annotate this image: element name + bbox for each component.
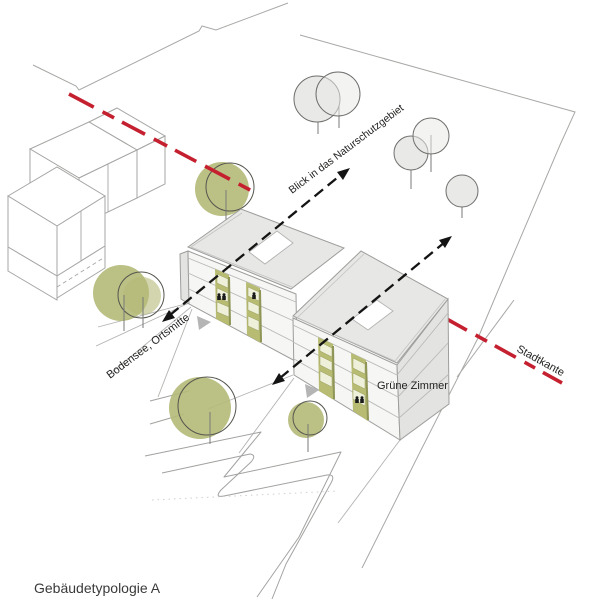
label-green-rooms: Grüne Zimmer — [377, 380, 448, 392]
tree-canopy-outline — [205, 162, 255, 212]
stadtkante-line — [68, 92, 563, 385]
city-edge-segment-lower — [444, 316, 563, 385]
tree-canopy — [169, 377, 231, 439]
building-block-b — [292, 250, 450, 441]
loggia-cell — [352, 372, 366, 390]
dotted-ground-line — [151, 490, 339, 501]
green-trees — [93, 162, 328, 452]
loggia-cell — [352, 357, 366, 375]
context-buildings-wireframe — [7, 107, 167, 301]
tree-gray — [412, 117, 450, 155]
arrowhead-ne — [337, 168, 350, 180]
sightline-arrow-b — [272, 236, 452, 385]
diagram-title: Gebäudetypologie A — [34, 580, 161, 596]
entrance-marker-triangle — [197, 316, 211, 330]
tree-green-left-pair — [93, 265, 165, 331]
loggia-cell — [319, 355, 333, 372]
tree-canopy — [123, 277, 161, 315]
entrance-marker-triangle — [305, 384, 319, 398]
tree-canopy-outline — [117, 271, 165, 319]
arrowhead-sw — [272, 373, 285, 385]
loggia-cell — [216, 273, 229, 289]
green-room-strip — [246, 282, 262, 343]
label-city-edge: Stadtkante — [515, 343, 567, 379]
tree-green-bottom-large — [169, 376, 237, 444]
zigzag-path-inner — [161, 453, 334, 600]
arrowhead-sw — [162, 310, 175, 322]
loggia-cell — [247, 315, 260, 332]
road-top-left — [32, 2, 289, 91]
block-a-skylight — [248, 230, 294, 265]
loggia-cell — [319, 341, 333, 358]
zigzag-path-outer — [144, 431, 342, 598]
sightline-arrow-a — [162, 168, 350, 322]
arrowhead-ne — [439, 236, 452, 248]
loggia-cell — [247, 300, 260, 316]
city-edge-segment-upper — [68, 92, 253, 193]
loggia-cell — [319, 370, 333, 388]
footpath-lines — [95, 302, 401, 600]
tree-gray — [445, 174, 479, 208]
tree-canopy-outline — [177, 376, 237, 436]
block-b-skylight — [351, 299, 394, 331]
road-right — [299, 34, 576, 569]
tree-green-bottom-small — [288, 400, 328, 452]
tree-canopy-outline — [292, 400, 328, 436]
tree-gray — [315, 71, 361, 117]
green-room-strip — [318, 337, 335, 400]
gray-trees — [293, 71, 479, 218]
green-room-strip — [351, 353, 369, 421]
